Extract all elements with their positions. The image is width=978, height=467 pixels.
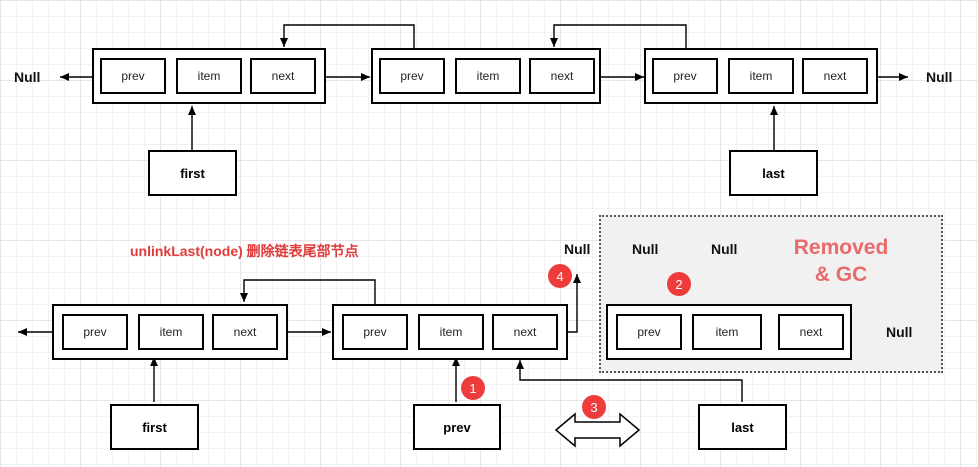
null-label-top-left: Null: [14, 69, 41, 85]
prev-pointer: prev: [413, 404, 501, 450]
null-label-top-right: Null: [926, 69, 953, 85]
first-pointer-top: first: [148, 150, 237, 196]
removed-label: Removed & GC: [781, 234, 901, 288]
double-arrow-icon: [554, 412, 641, 448]
prev-field: prev: [342, 314, 408, 350]
item-field: item: [418, 314, 484, 350]
step-badge-2: 2: [667, 272, 691, 296]
next-field: next: [529, 58, 595, 94]
arrow-top-node2-prev-to-node1: [280, 24, 415, 58]
arrow-last-to-prev-node: [516, 360, 743, 402]
item-field: item: [138, 314, 204, 350]
null-label-removed-prev: Null: [632, 241, 659, 257]
null-label-bottom-next: Null: [564, 241, 591, 257]
next-field: next: [802, 58, 868, 94]
removed-node: prev item next: [606, 304, 852, 360]
step-badge-3: 3: [582, 395, 606, 419]
prev-field: prev: [379, 58, 445, 94]
step-badge-4: 4: [548, 264, 572, 288]
item-field: item: [728, 58, 794, 94]
top-node-3: prev item next: [644, 48, 878, 104]
prev-field: prev: [652, 58, 718, 94]
item-field: item: [455, 58, 521, 94]
prev-field: prev: [616, 314, 682, 350]
removed-label-line1: Removed: [793, 236, 889, 259]
null-label-removed-next: Null: [886, 324, 913, 340]
bottom-node-2: prev item next: [332, 304, 568, 360]
diagram-caption: unlinkLast(node) 删除链表尾部节点: [130, 243, 359, 259]
prev-field: prev: [100, 58, 166, 94]
top-node-1: prev item next: [92, 48, 326, 104]
first-pointer-bottom: first: [110, 404, 199, 450]
last-pointer-bottom: last: [698, 404, 787, 450]
null-label-removed-item: Null: [711, 241, 738, 257]
last-pointer-top: last: [729, 150, 818, 196]
arrow-top-node3-prev-to-node2: [550, 24, 687, 58]
item-field: item: [176, 58, 242, 94]
arrow-bottom-node2-prev-to-node1: [240, 279, 376, 313]
next-field: next: [778, 314, 844, 350]
item-field: item: [692, 314, 762, 350]
next-field: next: [492, 314, 558, 350]
next-field: next: [250, 58, 316, 94]
bottom-node-1: prev item next: [52, 304, 288, 360]
top-node-2: prev item next: [371, 48, 601, 104]
next-field: next: [212, 314, 278, 350]
step-badge-1: 1: [461, 376, 485, 400]
prev-field: prev: [62, 314, 128, 350]
removed-label-line2: & GC: [814, 263, 868, 286]
